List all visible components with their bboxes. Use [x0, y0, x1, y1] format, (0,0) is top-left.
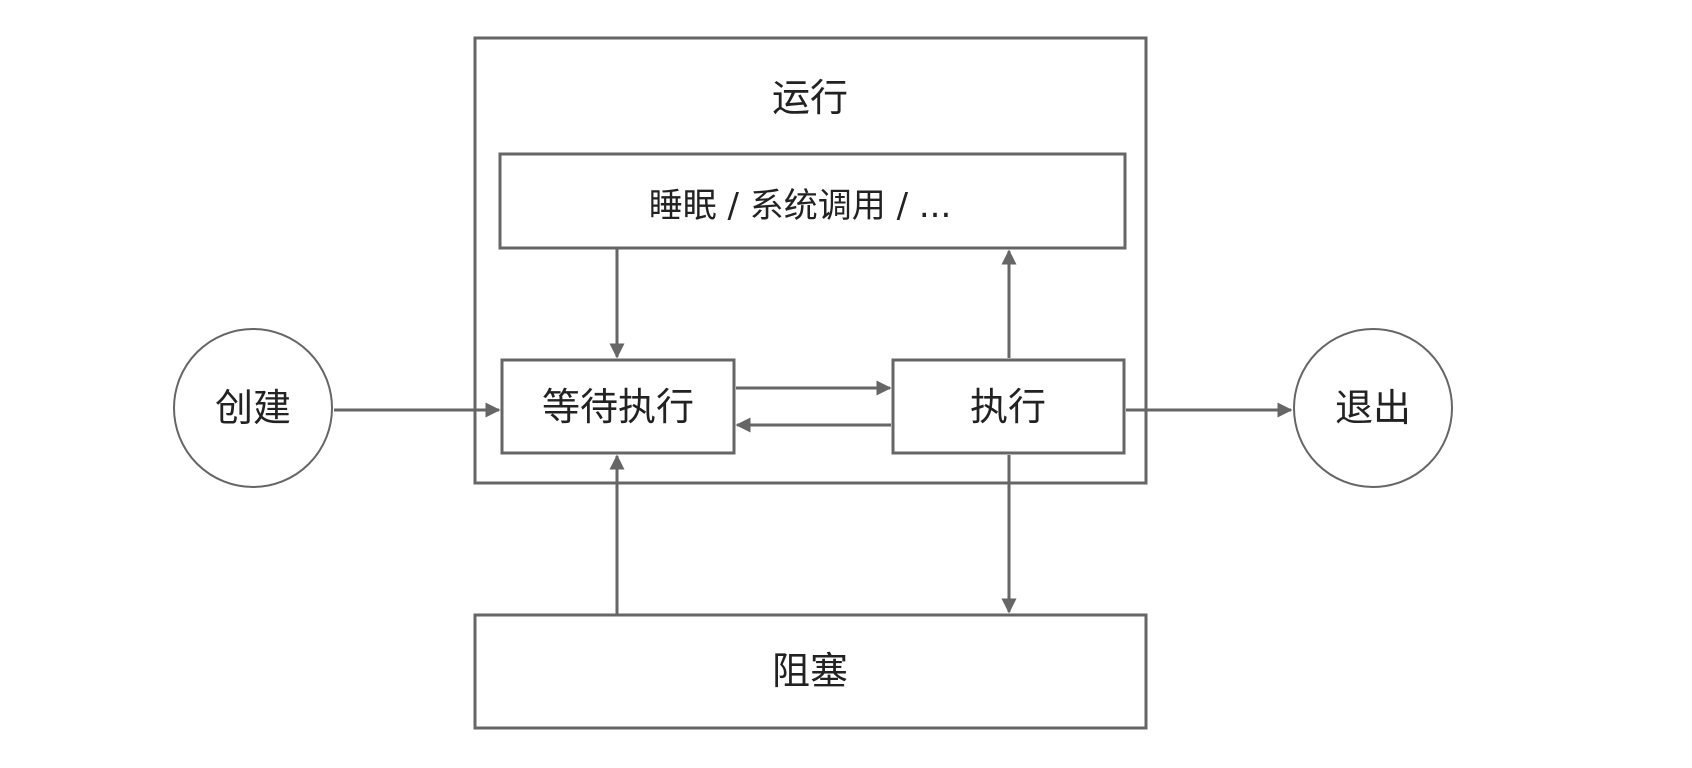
blocked-node: [473, 613, 1148, 730]
create-node: [173, 328, 333, 488]
wait-exec-node: [500, 358, 736, 455]
exec-label: 执行: [970, 385, 1046, 429]
blocked-label: 阻塞: [772, 649, 848, 693]
sleep-syscall-label: 睡眠 / 系统调用 / ...: [649, 186, 952, 226]
create-label: 创建: [215, 386, 291, 430]
exec-node: [891, 358, 1126, 455]
sleep-syscall-node: [498, 152, 1127, 250]
wait-exec-label: 等待执行: [542, 385, 694, 429]
running-group-frame: [473, 36, 1148, 485]
running-group-label: 运行: [772, 76, 848, 120]
exit-label: 退出: [1335, 386, 1411, 430]
exit-node: [1293, 328, 1453, 488]
